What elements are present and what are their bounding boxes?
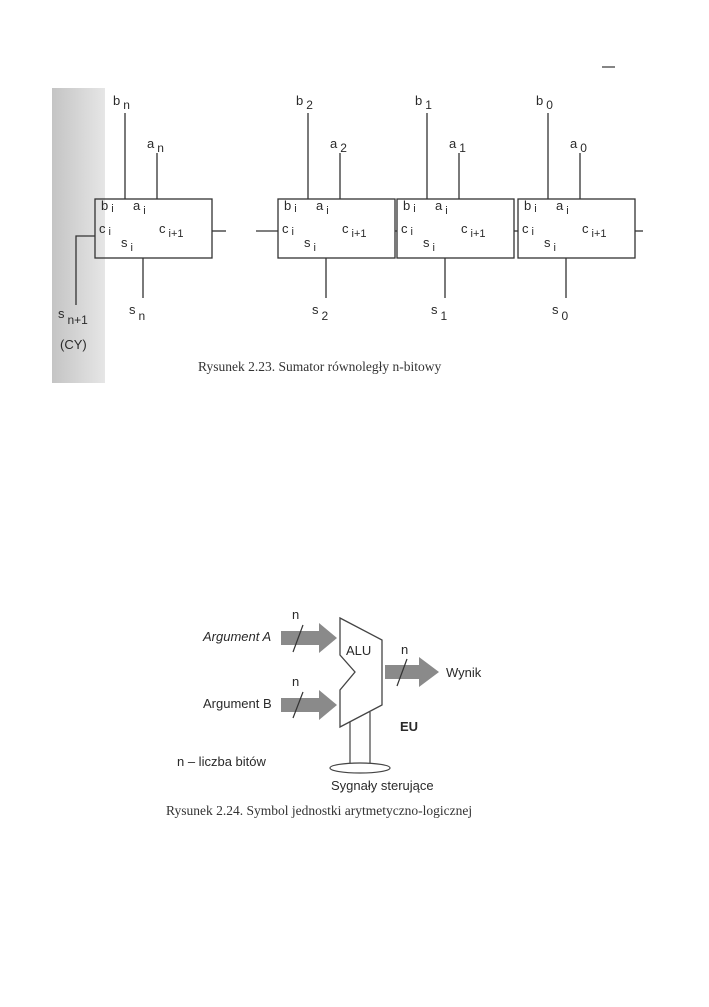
alu-caption: Rysunek 2.24. Symbol jednostki arytmetyc… (166, 803, 472, 818)
bus-width-b: n (292, 674, 299, 689)
bus-width-result: n (401, 642, 408, 657)
control-label: Sygnały sterujące (331, 778, 434, 793)
bus-width-a: n (292, 607, 299, 622)
adder-cell-1 (277, 198, 396, 259)
control-base (329, 762, 391, 774)
carry-out-wire (75, 235, 95, 305)
adder-cell-0 (94, 198, 213, 259)
alu-label: ALU (346, 643, 371, 658)
alu-body (339, 616, 383, 729)
eu-label: EU (400, 719, 418, 734)
adder-caption: Rysunek 2.23. Sumator równoległy n-bitow… (198, 359, 441, 374)
result-label: Wynik (446, 665, 482, 680)
argument-b-arrow (281, 690, 337, 720)
bit-count-legend: n – liczba bitów (177, 754, 266, 769)
result-arrow (385, 657, 439, 687)
carry-out-cy-label: (CY) (60, 337, 87, 352)
argument-a-label: Argument A (202, 629, 271, 644)
bus-slash-a (292, 624, 304, 653)
argument-a-arrow (281, 623, 337, 653)
adder-cell-3 (517, 198, 636, 259)
argument-b-label: Argument B (203, 696, 272, 711)
adder-cell-2 (396, 198, 515, 259)
alu-figure: n Argument A n Argument B ALU Sygnały st… (177, 607, 482, 793)
bus-slash-result (396, 658, 408, 687)
bus-slash-b (292, 691, 304, 719)
